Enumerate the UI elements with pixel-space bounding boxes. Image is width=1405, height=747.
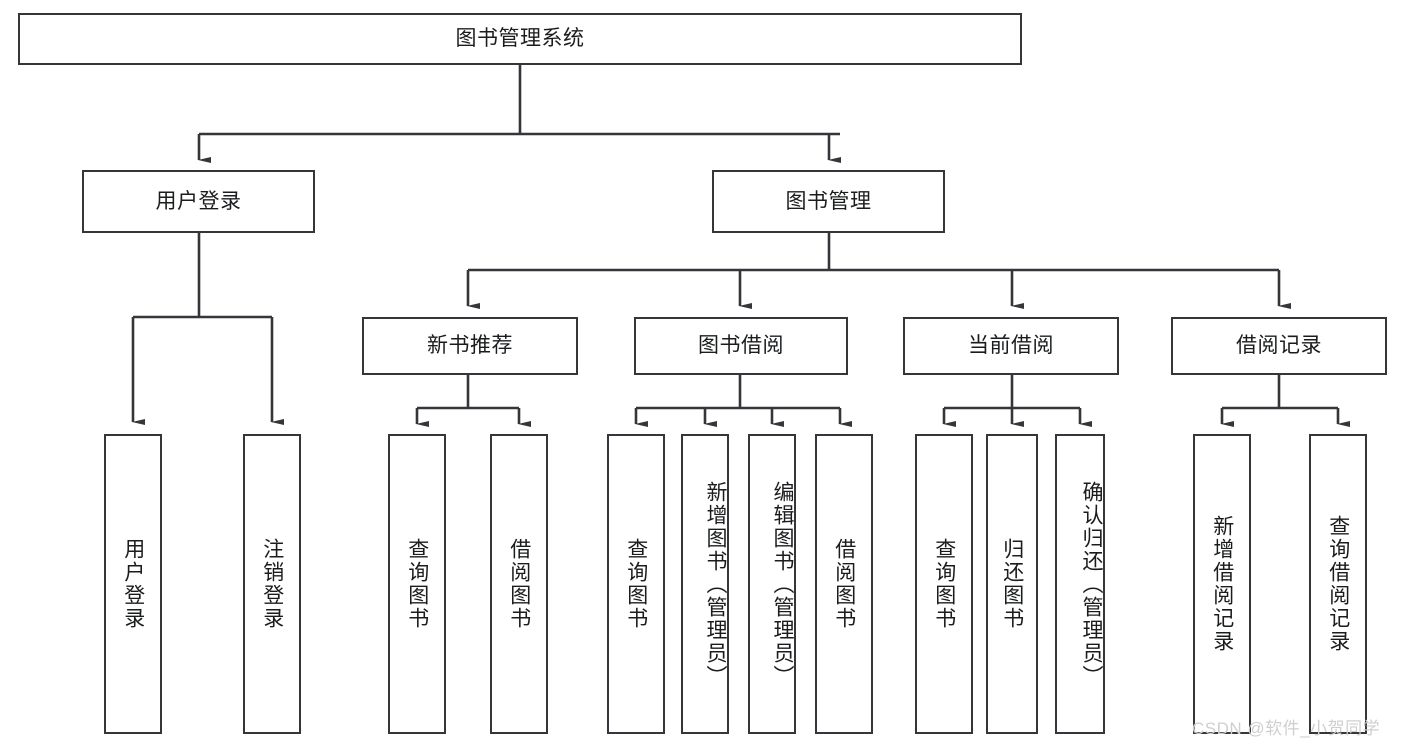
node-label: 注销登录 xyxy=(260,538,284,630)
leaf-bookborrow-add-book-admin[interactable]: 新增图书（管理员） xyxy=(681,434,729,734)
node-book-borrow[interactable]: 图书借阅 xyxy=(634,317,848,375)
node-label: 借阅图书 xyxy=(507,538,531,630)
csdn-watermark: CSDN @软件_小贺同学 xyxy=(1192,719,1381,738)
node-borrow-record[interactable]: 借阅记录 xyxy=(1171,317,1387,375)
leaf-borrowrecord-query-record[interactable]: 查询借阅记录 xyxy=(1309,434,1367,734)
node-label: 图书管理系统 xyxy=(455,27,585,51)
leaf-logout[interactable]: 注销登录 xyxy=(243,434,301,734)
leaf-bookborrow-query-book[interactable]: 查询图书 xyxy=(607,434,665,734)
node-label: 借阅图书 xyxy=(832,538,856,630)
leaf-user-login[interactable]: 用户登录 xyxy=(104,434,162,734)
leaf-bookborrow-borrow-book[interactable]: 借阅图书 xyxy=(815,434,873,734)
node-label: 查询图书 xyxy=(624,538,648,630)
leaf-currentborrow-return-book[interactable]: 归还图书 xyxy=(986,434,1038,734)
leaf-bookborrow-edit-book-admin[interactable]: 编辑图书（管理员） xyxy=(748,434,796,734)
node-label: 查询借阅记录 xyxy=(1326,515,1350,653)
leaf-currentborrow-query-book[interactable]: 查询图书 xyxy=(915,434,973,734)
leaf-currentborrow-confirm-return-admin[interactable]: 确认归还（管理员） xyxy=(1055,434,1105,734)
node-label: 查询图书 xyxy=(932,538,956,630)
node-root-book-management-system[interactable]: 图书管理系统 xyxy=(18,13,1022,65)
node-label: 确认归还（管理员） xyxy=(1080,480,1103,688)
node-label: 图书管理 xyxy=(785,189,872,213)
node-label: 用户登录 xyxy=(155,189,242,213)
node-label: 当前借阅 xyxy=(968,334,1054,358)
node-book-management[interactable]: 图书管理 xyxy=(712,170,945,233)
node-label: 图书借阅 xyxy=(698,334,784,358)
leaf-borrowrecord-add-record[interactable]: 新增借阅记录 xyxy=(1193,434,1251,734)
node-new-book-recommend[interactable]: 新书推荐 xyxy=(362,317,578,375)
node-label: 用户登录 xyxy=(121,538,145,630)
node-current-borrow[interactable]: 当前借阅 xyxy=(903,317,1119,375)
node-label: 新增借阅记录 xyxy=(1210,515,1234,653)
leaf-newbook-query-book[interactable]: 查询图书 xyxy=(388,434,446,734)
node-label: 新书推荐 xyxy=(427,334,513,358)
node-label: 新增图书（管理员） xyxy=(704,480,727,688)
node-label: 查询图书 xyxy=(405,538,429,630)
node-user-login[interactable]: 用户登录 xyxy=(82,170,315,233)
node-label: 编辑图书（管理员） xyxy=(771,480,794,688)
node-label: 归还图书 xyxy=(1000,538,1024,630)
leaf-newbook-borrow-book[interactable]: 借阅图书 xyxy=(490,434,548,734)
node-label: 借阅记录 xyxy=(1236,334,1322,358)
